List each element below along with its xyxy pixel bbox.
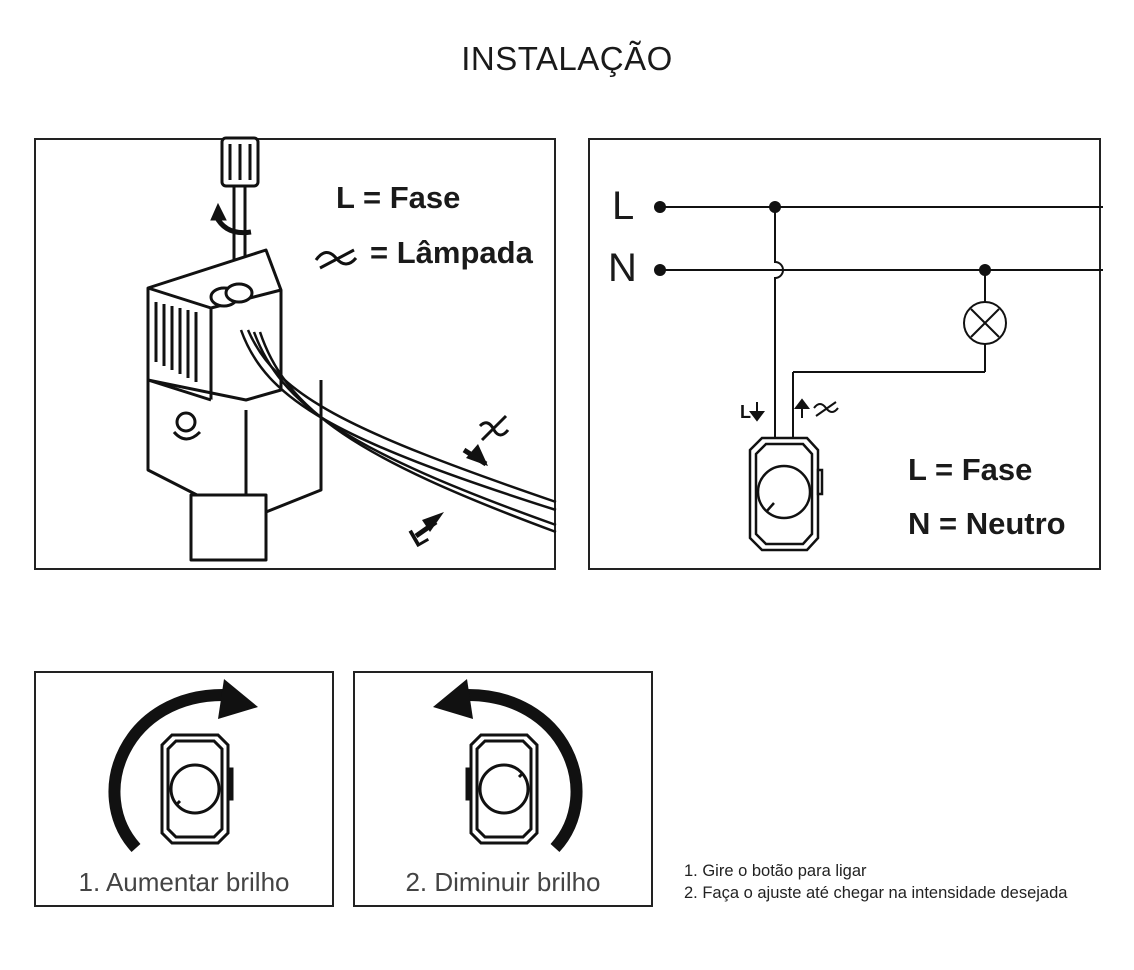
- wires: [239, 329, 557, 534]
- lamp-symbol-legend-icon: [314, 248, 358, 270]
- step-increase-panel: 1. Aumentar brilho: [34, 671, 334, 907]
- lamp-icon: [963, 301, 1007, 345]
- wire-arrows: [414, 444, 488, 539]
- line-l-label: L: [612, 184, 635, 228]
- page-title: INSTALAÇÃO: [461, 40, 673, 77]
- lamp-terminal-symbol-icon: [813, 401, 839, 417]
- terminal-screws-icon: [209, 282, 254, 308]
- legend-fase: L = Fase: [336, 180, 461, 215]
- terminal-arrows: [749, 398, 810, 422]
- lamp-symbol-icon: [478, 414, 510, 442]
- rotate-arrow-icon: [210, 202, 252, 236]
- instructions-notes: 1. Gire o botão para ligar 2. Faça o aju…: [684, 860, 1067, 904]
- note-item: 2. Faça o ajuste até chegar na intensida…: [684, 884, 1068, 902]
- terminal-l-label: L: [740, 402, 751, 422]
- clockwise-arrow-icon: [108, 679, 258, 853]
- dimmer-front-icon: [748, 436, 824, 552]
- dimmer-installation-illustration: L: [146, 136, 557, 562]
- schematic-panel: L N: [588, 138, 1103, 570]
- decrease-brightness-illustration: [433, 679, 583, 853]
- legend-neutro: N = Neutro: [908, 506, 1066, 541]
- counterclockwise-arrow-icon: [433, 679, 583, 853]
- dimmer-knob-icon: [172, 411, 202, 441]
- increase-brightness-illustration: [108, 679, 258, 853]
- step-increase-caption: 1. Aumentar brilho: [78, 867, 290, 897]
- wiring-schematic: L: [654, 201, 1103, 552]
- legend-lampada: = Lâmpada: [370, 235, 533, 270]
- dimmer-fins: [154, 302, 198, 382]
- step-decrease-caption: 2. Diminuir brilho: [405, 867, 601, 897]
- screwdriver-icon: [220, 136, 260, 290]
- step-decrease-panel: 2. Diminuir brilho: [353, 671, 653, 907]
- legend-fase-schematic: L = Fase: [908, 452, 1033, 487]
- dimmer-knob-icon: [465, 733, 539, 845]
- dimmer-knob-icon: [160, 733, 234, 845]
- note-item: 1. Gire o botão para ligar: [684, 862, 867, 880]
- line-n-label: N: [608, 246, 637, 290]
- installation-panel: L L = Fase = Lâmpada: [34, 136, 557, 570]
